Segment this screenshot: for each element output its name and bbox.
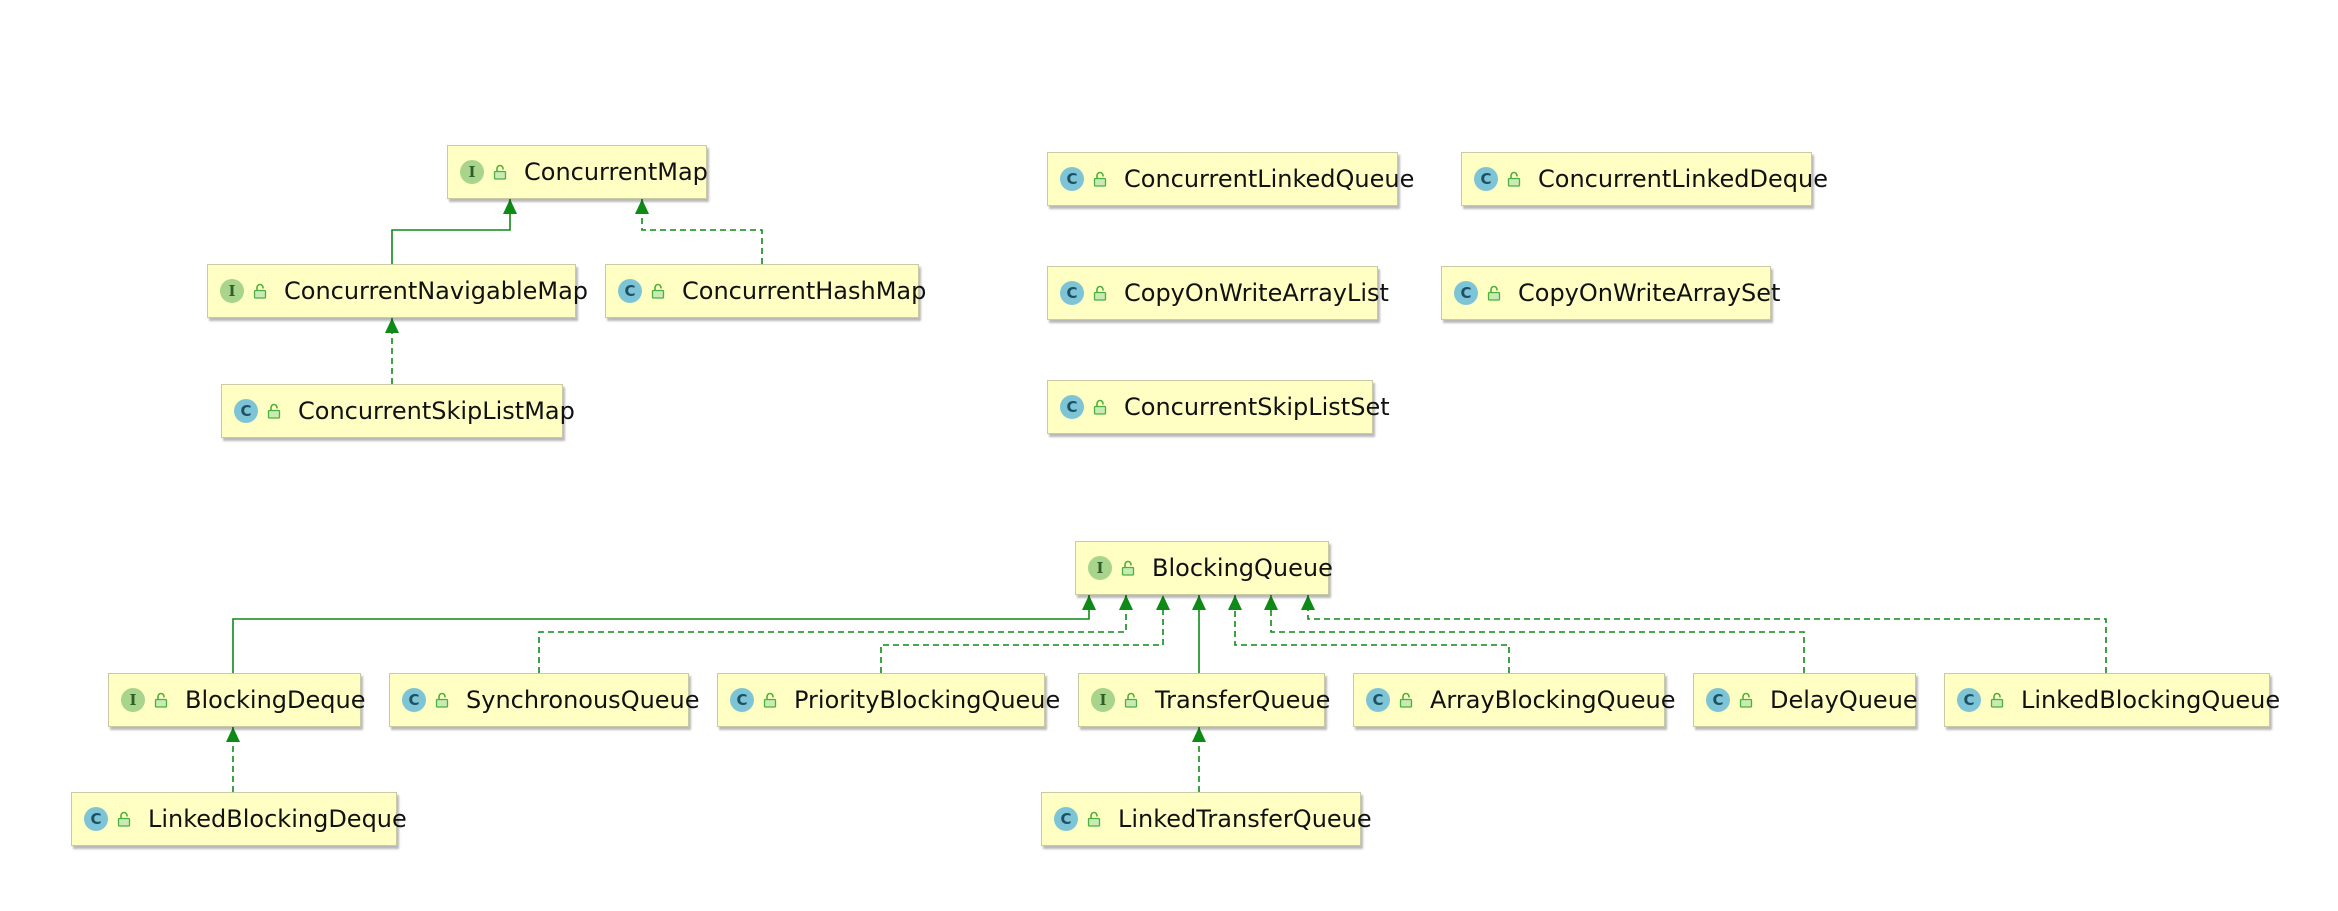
public-visibility-icon xyxy=(763,692,777,708)
public-visibility-icon xyxy=(1739,692,1753,708)
edge-arrowhead xyxy=(385,318,399,333)
interface-icon: I xyxy=(121,688,145,712)
public-visibility-icon xyxy=(493,164,507,180)
node-label: CopyOnWriteArrayList xyxy=(1124,279,1389,307)
node-label: ConcurrentSkipListSet xyxy=(1124,393,1390,421)
public-visibility-icon xyxy=(1093,285,1107,301)
edge-arrowhead xyxy=(226,727,240,742)
public-visibility-icon xyxy=(1507,171,1521,187)
class-icon: C xyxy=(84,807,108,831)
edge-concurrent-hash-map-to-concurrent-map xyxy=(641,199,763,264)
public-visibility-icon xyxy=(1087,811,1101,827)
edge-arrowhead xyxy=(503,199,517,214)
interface-icon: I xyxy=(460,160,484,184)
public-visibility-icon xyxy=(1121,560,1135,576)
node-priority-blocking-queue[interactable]: C PriorityBlockingQueue xyxy=(717,673,1060,727)
node-label: DelayQueue xyxy=(1770,686,1918,714)
class-icon: C xyxy=(1454,281,1478,305)
edge-delay-queue-to-blocking-queue xyxy=(1270,595,1805,673)
class-icon: C xyxy=(730,688,754,712)
node-blocking-deque[interactable]: I BlockingDeque xyxy=(108,673,365,727)
public-visibility-icon xyxy=(1399,692,1413,708)
class-icon: C xyxy=(1060,167,1084,191)
public-visibility-icon xyxy=(117,811,131,827)
node-label: ConcurrentSkipListMap xyxy=(298,397,575,425)
node-concurrent-skip-list-set[interactable]: C ConcurrentSkipListSet xyxy=(1047,380,1390,434)
node-label: ConcurrentLinkedDeque xyxy=(1538,165,1828,193)
edge-arrowhead xyxy=(635,199,649,214)
node-label: ArrayBlockingQueue xyxy=(1430,686,1676,714)
node-delay-queue[interactable]: C DelayQueue xyxy=(1693,673,1918,727)
node-label: ConcurrentNavigableMap xyxy=(284,277,589,305)
node-label: BlockingQueue xyxy=(1152,554,1333,582)
interface-icon: I xyxy=(1091,688,1115,712)
class-icon: C xyxy=(1474,167,1498,191)
edge-blocking-deque-to-blocking-queue xyxy=(232,595,1090,673)
class-icon: C xyxy=(1060,395,1084,419)
node-array-blocking-queue[interactable]: C ArrayBlockingQueue xyxy=(1353,673,1676,727)
node-concurrent-navigable-map[interactable]: I ConcurrentNavigableMap xyxy=(207,264,588,318)
node-copy-on-write-array-set[interactable]: C CopyOnWriteArraySet xyxy=(1441,266,1780,320)
edge-priority-blocking-queue-to-blocking-queue xyxy=(880,595,1164,673)
node-concurrent-linked-queue[interactable]: C ConcurrentLinkedQueue xyxy=(1047,152,1414,206)
interface-icon: I xyxy=(220,279,244,303)
node-label: BlockingDeque xyxy=(185,686,366,714)
node-label: ConcurrentLinkedQueue xyxy=(1124,165,1415,193)
edge-concurrent-navigable-map-to-concurrent-map xyxy=(391,199,511,264)
public-visibility-icon xyxy=(154,692,168,708)
edge-arrowhead xyxy=(1301,595,1315,610)
node-linked-blocking-queue[interactable]: C LinkedBlockingQueue xyxy=(1944,673,2280,727)
edge-array-blocking-queue-to-blocking-queue xyxy=(1234,595,1510,673)
public-visibility-icon xyxy=(267,403,281,419)
edge-arrowhead xyxy=(1264,595,1278,610)
public-visibility-icon xyxy=(1093,399,1107,415)
edge-arrowhead xyxy=(1228,595,1242,610)
interface-icon: I xyxy=(1088,556,1112,580)
node-label: CopyOnWriteArraySet xyxy=(1518,279,1781,307)
class-icon: C xyxy=(618,279,642,303)
edge-arrowhead xyxy=(1192,595,1206,610)
public-visibility-icon xyxy=(1093,171,1107,187)
node-linked-blocking-deque[interactable]: C LinkedBlockingDeque xyxy=(71,792,407,846)
public-visibility-icon xyxy=(651,283,665,299)
node-concurrent-skip-list-map[interactable]: C ConcurrentSkipListMap xyxy=(221,384,575,438)
node-label: LinkedBlockingDeque xyxy=(148,805,407,833)
class-icon: C xyxy=(1706,688,1730,712)
public-visibility-icon xyxy=(1487,285,1501,301)
class-icon: C xyxy=(1366,688,1390,712)
edge-arrowhead xyxy=(1119,595,1133,610)
node-linked-transfer-queue[interactable]: C LinkedTransferQueue xyxy=(1041,792,1372,846)
node-concurrent-map[interactable]: I ConcurrentMap xyxy=(447,145,708,199)
node-copy-on-write-array-list[interactable]: C CopyOnWriteArrayList xyxy=(1047,266,1389,320)
class-icon: C xyxy=(1957,688,1981,712)
node-label: SynchronousQueue xyxy=(466,686,700,714)
public-visibility-icon xyxy=(1990,692,2004,708)
class-icon: C xyxy=(234,399,258,423)
edge-arrowhead xyxy=(1082,595,1096,610)
node-synchronous-queue[interactable]: C SynchronousQueue xyxy=(389,673,700,727)
edge-arrowhead xyxy=(1156,595,1170,610)
public-visibility-icon xyxy=(1124,692,1138,708)
class-icon: C xyxy=(1054,807,1078,831)
node-label: LinkedTransferQueue xyxy=(1118,805,1372,833)
node-label: ConcurrentMap xyxy=(524,158,708,186)
public-visibility-icon xyxy=(435,692,449,708)
public-visibility-icon xyxy=(253,283,267,299)
node-label: LinkedBlockingQueue xyxy=(2021,686,2281,714)
edge-synchronous-queue-to-blocking-queue xyxy=(538,595,1127,673)
node-concurrent-linked-deque[interactable]: C ConcurrentLinkedDeque xyxy=(1461,152,1828,206)
node-blocking-queue[interactable]: I BlockingQueue xyxy=(1075,541,1333,595)
edge-arrowhead xyxy=(1192,727,1206,742)
node-label: PriorityBlockingQueue xyxy=(794,686,1061,714)
edge-linked-blocking-queue-to-blocking-queue xyxy=(1307,595,2107,673)
node-label: ConcurrentHashMap xyxy=(682,277,927,305)
class-icon: C xyxy=(1060,281,1084,305)
node-label: TransferQueue xyxy=(1155,686,1331,714)
node-concurrent-hash-map[interactable]: C ConcurrentHashMap xyxy=(605,264,926,318)
class-icon: C xyxy=(402,688,426,712)
node-transfer-queue[interactable]: I TransferQueue xyxy=(1078,673,1330,727)
